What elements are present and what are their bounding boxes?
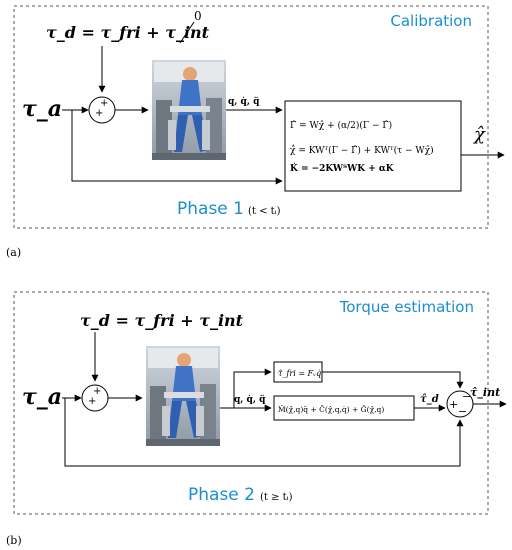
panel-a-phase-label: Phase 1 xyxy=(177,199,244,219)
panel-b-torque-d-label: τ̂_d xyxy=(420,394,439,405)
panel-a-robot-photo xyxy=(152,60,226,160)
panel-b-friction-eq: τ̂_fri = Fᵥq̇ xyxy=(278,369,321,378)
panel-b-tag: (b) xyxy=(6,534,22,547)
panel-a-equation-1: Γ̂ = Wχ̂ + (α/2)(Γ − Γ̂) xyxy=(290,120,392,131)
svg-text:+: + xyxy=(100,98,108,109)
panel-b-dynamics-box xyxy=(273,395,415,421)
panel-b-feedforward-line xyxy=(64,398,464,467)
panel-calibration: Calibration τ_d = τ_fri + τ_int 0 τ_a + … xyxy=(13,5,505,229)
panel-b-robot-photo xyxy=(146,346,220,446)
panel-b-state-label: q, q̇, q̈ xyxy=(234,394,266,405)
panel-b-phase-condition: (t ≥ tᵢ) xyxy=(260,492,293,503)
panel-b-output-label: τ̂_int xyxy=(470,386,500,400)
panel-b-disturbance-eq: τ_d = τ_fri + τ_int xyxy=(80,311,244,330)
panel-a-state-label: q, q̇, q̈ xyxy=(228,96,260,107)
panel-b-dynamics-eq: M̂(χ̂,q)q̈ + Ĉ(χ̂,q,q̇) + Ĝ(χ̂,q) xyxy=(278,405,384,414)
svg-text:+: + xyxy=(95,108,103,119)
panel-b-input-label: τ_a xyxy=(22,384,62,410)
panel-b-phase-label: Phase 2 xyxy=(188,485,255,505)
panel-a-zero-label: 0 xyxy=(194,9,202,23)
panel-a-equation-2: χ̂̇ = KWᵀ(Γ − Γ̂) + KWᵀ(τ − Wχ̂) xyxy=(290,144,434,156)
panel-b-friction-to-sum xyxy=(322,371,464,389)
panel-b-friction-branch xyxy=(233,368,272,408)
svg-text:−: − xyxy=(458,405,467,418)
panel-a-title: Calibration xyxy=(390,12,472,30)
svg-text:+: + xyxy=(93,386,101,397)
svg-text:−: − xyxy=(462,390,471,403)
panel-torque-estimation: Torque estimation τ_d = τ_fri + τ_int τ_… xyxy=(13,291,507,515)
panel-a-phase-condition: (t < tᵢ) xyxy=(248,206,281,217)
panel-b-title: Torque estimation xyxy=(339,298,474,316)
panel-a-zero-slash xyxy=(179,21,195,44)
panel-a-border xyxy=(13,5,489,229)
svg-text:+: + xyxy=(449,398,458,411)
panel-a-output-label: χ̂ xyxy=(472,124,486,145)
panel-a-tag: (a) xyxy=(6,246,21,259)
panel-a-estimator-box xyxy=(284,100,462,192)
panel-a-equation-3: K̇ = −2KWᵀWK + αK xyxy=(290,162,395,174)
panel-a-disturbance-eq: τ_d = τ_fri + τ_int xyxy=(46,23,210,42)
panel-a-feedforward-line xyxy=(71,110,283,185)
panel-a-input-label: τ_a xyxy=(22,96,62,122)
svg-text:+: + xyxy=(88,396,96,407)
panel-b-border xyxy=(13,291,489,515)
